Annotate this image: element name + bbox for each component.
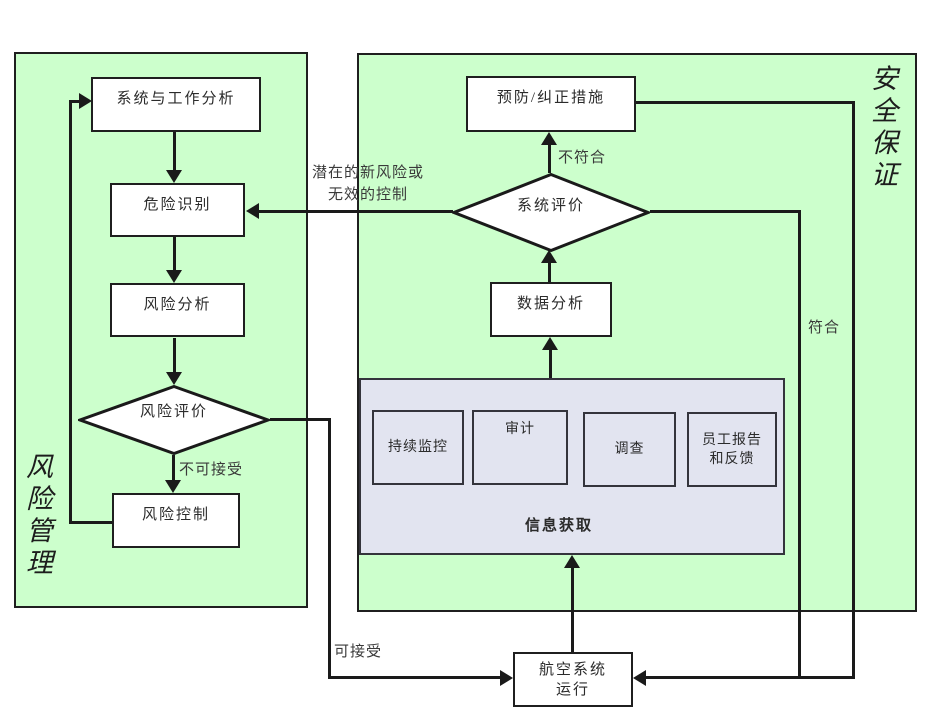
risk-evaluation-label: 风险评价 (139, 404, 208, 420)
risk-management-title: 风险管理 (22, 452, 52, 580)
connector-info-dataanalysis-line (549, 350, 552, 378)
connector-riskeval-riskcontrol-line (172, 455, 175, 482)
feedback-loop-top-line (69, 100, 80, 103)
data-analysis-label: 数据分析 (516, 296, 585, 312)
connector-syseval-preventive-line (548, 145, 551, 173)
risk-analysis-label: 风险分析 (143, 297, 212, 313)
employee-report-node: 员工报告 和反馈 (687, 412, 777, 487)
compliant-label: 符合 (808, 320, 841, 336)
new-risk-path-line (259, 210, 453, 213)
arrowhead-up-icon (541, 250, 557, 263)
arrowhead-left-icon (633, 670, 646, 686)
new-risk-label: 潜在的新风险或 无效的控制 (278, 162, 458, 206)
arrowhead-down-icon (165, 480, 181, 493)
system-analysis-label: 系统与工作分析 (116, 91, 236, 107)
compliant-path-vertical-line (798, 210, 801, 679)
arrowhead-up-icon (542, 337, 558, 350)
employee-report-line1: 员工报告 (702, 432, 762, 448)
risk-analysis-node: 风险分析 (110, 283, 245, 337)
acceptable-path-bottom-line (328, 676, 500, 679)
system-analysis-node: 系统与工作分析 (91, 77, 261, 132)
arrowhead-right-icon (500, 670, 513, 686)
arrowhead-up-icon (541, 132, 557, 145)
unacceptable-label: 不可接受 (179, 462, 244, 478)
connector-riskanalysis-riskeval-line (173, 338, 176, 374)
audit-label: 审计 (505, 422, 535, 437)
employee-report-label: 员工报告 和反馈 (702, 431, 762, 469)
acceptable-path-line (270, 418, 331, 421)
info-acquisition-label: 信息获取 (524, 518, 593, 534)
acceptable-path-vertical-line (328, 418, 331, 679)
safety-assurance-title: 安全保证 (867, 64, 897, 192)
employee-report-line2: 和反馈 (709, 451, 755, 467)
aviation-operation-label: 航空系统 运行 (539, 660, 607, 700)
aviation-operation-line2: 运行 (555, 682, 590, 698)
hazard-identification-node: 危险识别 (110, 183, 245, 237)
preventive-return-top-line (636, 101, 855, 104)
noncompliant-label: 不符合 (558, 150, 607, 166)
preventive-return-vertical-line (852, 101, 855, 679)
connector-hazard-riskanalysis-line (173, 237, 176, 272)
system-evaluation-label: 系统评价 (516, 198, 585, 214)
arrowhead-down-icon (166, 372, 182, 385)
arrowhead-down-icon (166, 270, 182, 283)
arrowhead-right-icon (79, 93, 92, 109)
preventive-corrective-label: 预防/纠正措施 (496, 90, 606, 106)
new-risk-line1: 潜在的新风险或 (311, 165, 424, 181)
preventive-return-bottom-line (646, 676, 852, 679)
new-risk-line2: 无效的控制 (327, 187, 408, 203)
connector-sysanalysis-hazard-line (173, 132, 176, 172)
connector-aviation-info-line (571, 568, 574, 652)
arrowhead-down-icon (166, 170, 182, 183)
hazard-identification-label: 危险识别 (143, 197, 212, 213)
investigation-label: 调查 (614, 442, 645, 457)
connector-dataanalysis-syseval-line (548, 263, 551, 282)
data-analysis-node: 数据分析 (490, 282, 612, 337)
acceptable-label: 可接受 (334, 644, 383, 660)
risk-control-node: 风险控制 (112, 493, 240, 548)
system-evaluation-diamond (452, 173, 650, 252)
risk-evaluation-diamond (78, 385, 270, 455)
audit-node: 审计 (472, 410, 568, 485)
arrowhead-up-icon (564, 555, 580, 568)
investigation-node: 调查 (583, 412, 676, 487)
aviation-operation-line1: 航空系统 (538, 662, 607, 678)
continuous-monitoring-node: 持续监控 (372, 410, 464, 485)
preventive-corrective-node: 预防/纠正措施 (466, 76, 636, 132)
arrowhead-left-icon (246, 203, 259, 219)
continuous-monitoring-label: 持续监控 (388, 440, 448, 455)
aviation-operation-node: 航空系统 运行 (513, 652, 633, 707)
risk-control-label: 风险控制 (141, 507, 210, 523)
compliant-path-line (650, 210, 801, 213)
feedback-loop-bottom-line (69, 521, 113, 524)
feedback-loop-vertical-line (69, 100, 72, 524)
